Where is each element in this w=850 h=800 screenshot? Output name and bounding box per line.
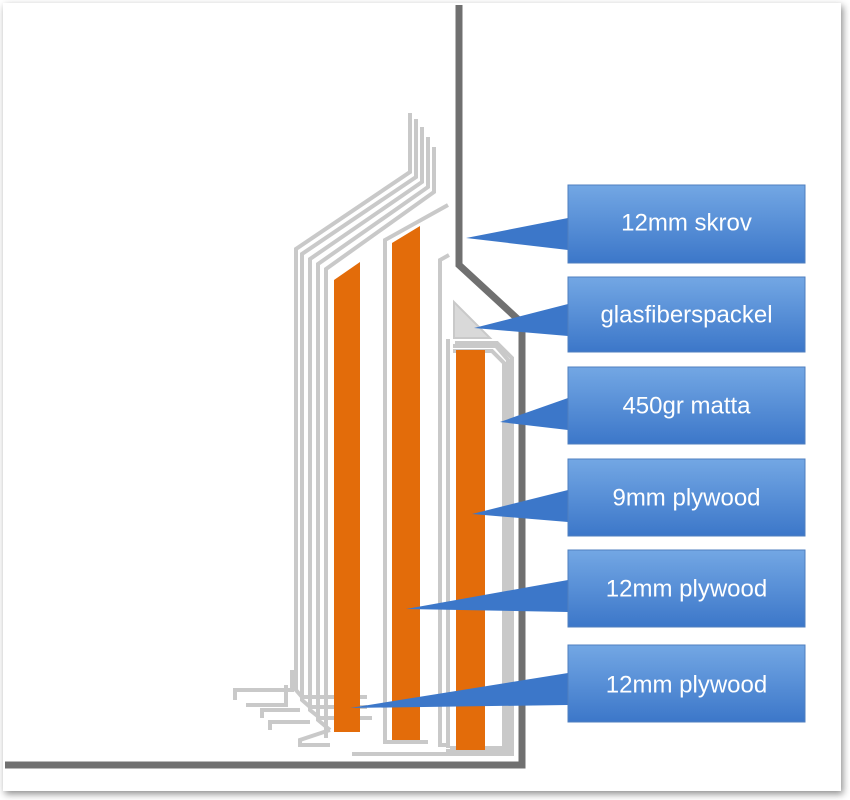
hull-shell bbox=[5, 5, 526, 769]
callout-pointer bbox=[474, 304, 568, 336]
callout-pointer bbox=[406, 580, 568, 612]
callout-label: 12mm skrov bbox=[621, 209, 752, 236]
callout-12mm-plywood-upper: 12mm plywood bbox=[406, 549, 806, 628]
plywood-panel bbox=[392, 226, 420, 740]
callout-box bbox=[567, 366, 806, 445]
plywood-panel bbox=[456, 350, 485, 750]
callout-label: 9mm plywood bbox=[612, 484, 760, 511]
callout-group: 12mm skrov glasfiberspackel 450gr matta … bbox=[350, 184, 806, 723]
mat-layers-inner bbox=[233, 113, 450, 756]
callout-box bbox=[567, 276, 806, 353]
callout-pointer bbox=[472, 490, 568, 522]
callout-box bbox=[567, 458, 806, 537]
callout-9mm-plywood: 9mm plywood bbox=[472, 458, 806, 537]
callout-box bbox=[567, 549, 806, 628]
callout-12mm-skrov: 12mm skrov bbox=[466, 184, 806, 264]
callout-label: glasfiberspackel bbox=[600, 301, 772, 328]
callout-label: 450gr matta bbox=[622, 392, 751, 419]
callout-glasfiberspackel: glasfiberspackel bbox=[474, 276, 806, 353]
callout-box bbox=[567, 184, 806, 264]
callout-pointer bbox=[350, 673, 568, 708]
callout-label: 12mm plywood bbox=[606, 575, 767, 602]
callout-12mm-plywood-lower: 12mm plywood bbox=[350, 644, 806, 723]
callout-box bbox=[567, 644, 806, 723]
callout-pointer bbox=[466, 218, 568, 250]
fiberglass-filler bbox=[453, 299, 493, 339]
callout-label: 12mm plywood bbox=[606, 671, 767, 698]
callout-pointer bbox=[500, 398, 568, 430]
plywood-stack bbox=[334, 226, 485, 750]
plywood-panel bbox=[334, 262, 360, 732]
callout-450gr-matta: 450gr matta bbox=[500, 366, 806, 445]
